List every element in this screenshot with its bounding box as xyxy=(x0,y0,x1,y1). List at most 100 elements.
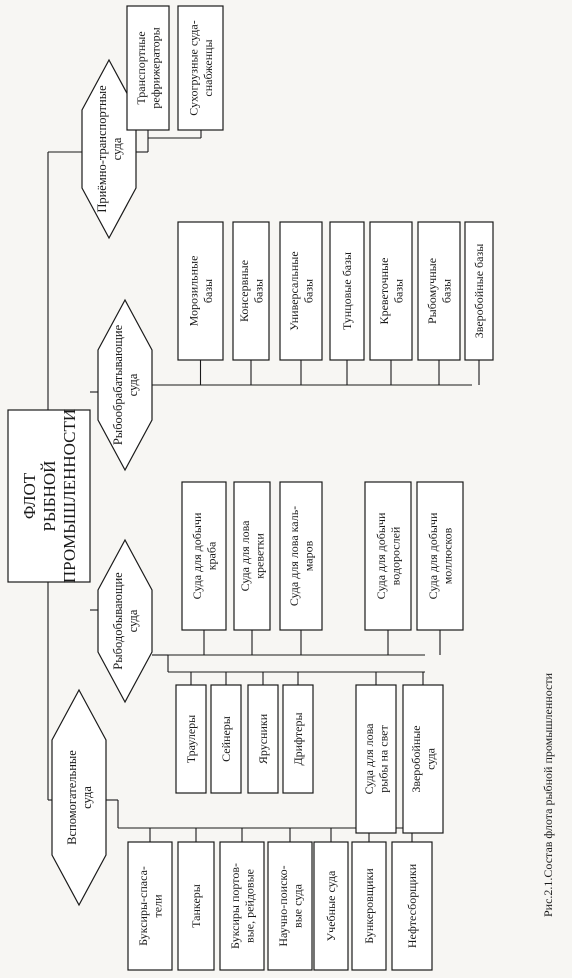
processing-item-4-frame xyxy=(329,221,365,361)
category-fishing-label-line: Рыбодобывающие xyxy=(111,572,125,670)
processing-item-5-frame xyxy=(369,221,413,361)
processing-item-5: Креветочныебазы xyxy=(369,221,413,361)
auxiliary-item-5: Учебные суда xyxy=(313,841,349,971)
auxiliary-item-1: Буксиры-спаса-тели xyxy=(127,841,173,971)
fishing-item-11-label-line: суда xyxy=(423,747,437,770)
processing-item-5-label-line: базы xyxy=(391,279,405,303)
fishing-item-7-label-line: Сейнеры xyxy=(219,716,233,762)
root-node-label-line: ФЛОТ xyxy=(20,472,39,519)
root-node-label-line: РЫБНОЙ xyxy=(40,461,59,532)
category-transport-label: Приёмно-транспортныесуда xyxy=(95,85,124,213)
processing-item-5-label: Креветочныебазы xyxy=(377,258,405,325)
fishing-item-9: Дрифтеры xyxy=(282,684,314,794)
fishing-item-7-frame xyxy=(210,684,242,794)
auxiliary-item-2: Танкеры xyxy=(177,841,215,971)
auxiliary-item-1-label: Буксиры-спаса-тели xyxy=(136,866,164,946)
fishing-item-4-label-line: водорослей xyxy=(388,526,402,585)
auxiliary-item-7: Нефтесборщики xyxy=(391,841,433,971)
processing-item-6-label: Рыбомучныебазы xyxy=(425,258,453,324)
fishing-item-3-label-line: маров xyxy=(301,540,315,571)
auxiliary-item-7-frame xyxy=(391,841,433,971)
processing-item-5-label-line: Креветочные xyxy=(377,258,391,325)
auxiliary-item-2-label: Танкеры xyxy=(189,884,203,928)
fishing-item-3: Суда для лова каль-маров xyxy=(279,481,323,631)
processing-item-7-label-line: Зверобойные базы xyxy=(472,244,486,339)
processing-item-6-frame xyxy=(417,221,461,361)
transport-item-1-label-line: рефрижераторы xyxy=(148,27,162,108)
fishing-item-8: Ярусники xyxy=(247,684,279,794)
processing-item-7-label: Зверобойные базы xyxy=(472,244,486,339)
processing-item-1: Морозильныебазы xyxy=(177,221,224,361)
category-auxiliary-frame xyxy=(51,688,107,907)
auxiliary-item-1-label-line: тели xyxy=(150,894,164,918)
auxiliary-item-4-label-line: Научно-поиско- xyxy=(276,865,290,946)
auxiliary-item-4-label: Научно-поиско-вые суда xyxy=(276,865,304,946)
auxiliary-item-3: Буксиры портов-вые, рейдовые xyxy=(219,841,265,971)
fishing-item-5-label-line: Суда для добычи xyxy=(426,512,440,599)
processing-item-7-frame xyxy=(464,221,494,361)
processing-item-7: Зверобойные базы xyxy=(464,221,494,361)
category-transport-label-line: суда xyxy=(110,137,124,160)
fishing-item-2-label: Суда для ловакреветки xyxy=(238,520,266,591)
fishing-item-6-label: Траулеры xyxy=(184,715,198,763)
transport-item-1-label-line: Транспортные xyxy=(134,31,148,104)
category-auxiliary: Вспомогательныесуда xyxy=(51,688,107,907)
processing-item-4-label: Тунцовые базы xyxy=(340,252,354,330)
auxiliary-item-1-frame xyxy=(127,841,173,971)
transport-item-2-frame xyxy=(177,5,224,131)
category-processing: Рыбообрабатывающиесуда xyxy=(97,298,153,472)
processing-item-3-label-line: Универсальные xyxy=(287,251,301,330)
transport-item-1-frame xyxy=(126,5,170,131)
auxiliary-item-3-label-line: вые, рейдовые xyxy=(242,869,256,943)
category-processing-label-line: суда xyxy=(126,373,140,396)
category-auxiliary-label-line: Вспомогательные xyxy=(65,750,79,845)
processing-item-1-frame xyxy=(177,221,224,361)
auxiliary-item-7-label: Нефтесборщики xyxy=(405,863,419,948)
category-fishing: Рыбодобывающиесуда xyxy=(97,538,153,704)
auxiliary-item-2-frame xyxy=(177,841,215,971)
fishing-item-10-label-line: рыбы на свет xyxy=(376,725,390,793)
fishing-item-3-frame xyxy=(279,481,323,631)
fishing-item-10-label-line: Суда для лова xyxy=(362,723,376,794)
fishing-item-4-label-line: Суда для добычи xyxy=(374,512,388,599)
fishing-item-3-label-line: Суда для лова каль- xyxy=(287,506,301,606)
processing-item-6-label-line: Рыбомучные xyxy=(425,258,439,324)
processing-item-6-label-line: базы xyxy=(439,279,453,303)
category-transport-label-line: Приёмно-транспортные xyxy=(95,85,109,213)
processing-item-1-label-line: базы xyxy=(201,279,215,303)
category-processing-frame xyxy=(97,298,153,472)
transport-item-2: Сухогрузные суда-снабженцы xyxy=(177,5,224,131)
fishing-item-8-label: Ярусники xyxy=(256,713,270,764)
fishing-item-8-frame xyxy=(247,684,279,794)
fishing-item-9-label: Дрифтеры xyxy=(291,712,305,765)
fishing-item-5-frame xyxy=(416,481,464,631)
processing-item-2: Консервныебазы xyxy=(232,221,270,361)
fishing-item-5: Суда для добычимоллюсков xyxy=(416,481,464,631)
auxiliary-item-3-label: Буксиры портов-вые, рейдовые xyxy=(228,863,256,949)
fishing-item-4-frame xyxy=(364,481,412,631)
auxiliary-item-3-label-line: Буксиры портов- xyxy=(228,863,242,949)
fishing-item-3-label: Суда для лова каль-маров xyxy=(287,506,315,606)
category-fishing-label-line: суда xyxy=(126,609,140,632)
fishing-item-2-label-line: Суда для лова xyxy=(238,520,252,591)
transport-item-1-label: Транспортныерефрижераторы xyxy=(134,27,162,108)
root-node: ФЛОТРЫБНОЙПРОМЫШЛЕННОСТИ xyxy=(7,409,91,583)
fishing-item-4: Суда для добычиводорослей xyxy=(364,481,412,631)
fishing-item-2: Суда для ловакреветки xyxy=(233,481,271,631)
processing-item-2-frame xyxy=(232,221,270,361)
transport-item-2-label-line: Сухогрузные суда- xyxy=(187,20,201,115)
figure-caption: Рис.2.1.Состав флота рыбной промышленнос… xyxy=(541,672,555,917)
processing-item-3-frame xyxy=(279,221,323,361)
fishing-item-11-frame xyxy=(402,684,444,834)
auxiliary-item-6-label-line: Бункеровщики xyxy=(362,868,376,944)
processing-item-3: Универсальныебазы xyxy=(279,221,323,361)
fishing-item-1-label-line: краба xyxy=(204,541,218,570)
fishing-item-1-label: Суда для добычикраба xyxy=(190,512,218,599)
category-processing-label: Рыбообрабатывающиесуда xyxy=(111,324,140,445)
auxiliary-item-6-frame xyxy=(351,841,387,971)
auxiliary-item-4: Научно-поиско-вые суда xyxy=(267,841,313,971)
processing-item-3-label: Универсальныебазы xyxy=(287,251,315,330)
auxiliary-item-5-label-line: Учебные суда xyxy=(324,870,338,941)
processing-item-4: Тунцовые базы xyxy=(329,221,365,361)
